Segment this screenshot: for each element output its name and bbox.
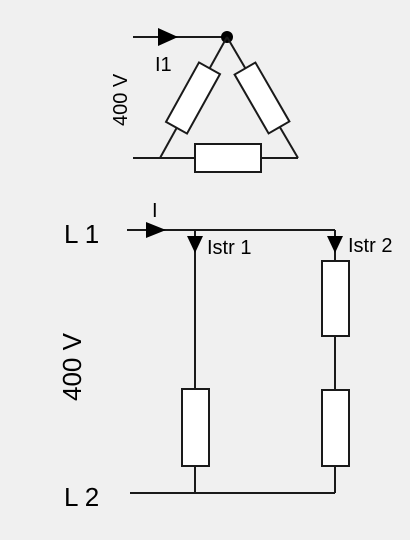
delta-current-label: I1 (155, 54, 172, 76)
delta-left-resistor (164, 61, 222, 135)
branch2-current-label: Istr 2 (348, 235, 392, 257)
parallel-circuit: L 1 L 2 I Istr 1 Istr 2 400 V (57, 200, 392, 512)
delta-right-resistor (233, 61, 291, 135)
supply-current-label: I (152, 200, 158, 222)
l1-label: L 1 (64, 219, 99, 249)
branch1-current-label: Istr 1 (207, 237, 251, 259)
branch2-lower-resistor (321, 389, 350, 467)
branch2-upper-resistor (321, 260, 350, 337)
l2-label: L 2 (64, 482, 99, 512)
branch2-current-arrow (327, 236, 343, 253)
parallel-voltage-label: 400 V (57, 332, 87, 401)
supply-current-arrow (146, 222, 166, 238)
branch1-current-arrow (187, 236, 203, 253)
delta-current-arrow (158, 28, 178, 46)
delta-circuit: I1 400 V (110, 28, 299, 173)
delta-voltage-label: 400 V (110, 73, 132, 126)
branch1-resistor (181, 388, 210, 467)
delta-bottom-resistor (194, 143, 262, 173)
